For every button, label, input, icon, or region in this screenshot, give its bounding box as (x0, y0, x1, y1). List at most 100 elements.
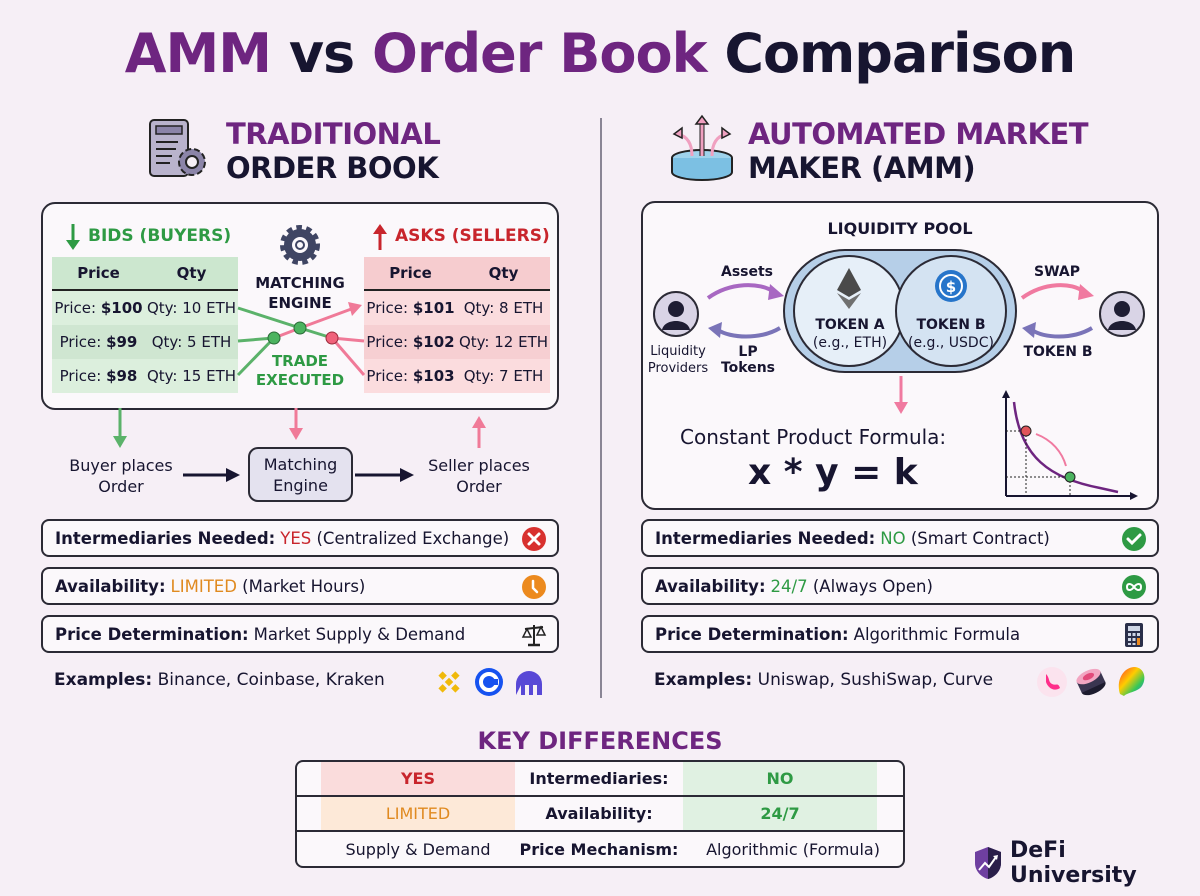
section-divider (600, 118, 602, 698)
ob-intermediaries-row: Intermediaries Needed: YES (Centralized … (41, 519, 559, 557)
check-circle-icon (1122, 527, 1146, 551)
bids-table: Price Qty Price: $100 Qty: 10 ETH Price:… (52, 257, 238, 393)
kraken-logo-icon (516, 671, 542, 695)
kd-row-intermediaries: YES Intermediaries: NO (297, 762, 903, 797)
kd-order-book-value: Supply & Demand (345, 840, 491, 859)
info-value: YES (280, 528, 312, 548)
ob-availability-row: Availability: LIMITED (Market Hours) (41, 567, 559, 605)
coinbase-logo-icon (475, 668, 503, 696)
x-circle-icon (522, 527, 546, 551)
providers-line2: Providers (647, 361, 709, 376)
info-note: (Centralized Exchange) (316, 528, 510, 548)
pool-down-arrow (894, 376, 908, 414)
asks-col-price: Price (389, 264, 432, 282)
price-label: Price: (366, 333, 409, 351)
liquidity-provider-avatar-icon (653, 291, 699, 337)
ask-row: Price: $103 Qty: 7 ETH (364, 359, 550, 393)
kd-order-book-value: YES (321, 762, 515, 795)
bid-row: Price: $98 Qty: 15 ETH (52, 359, 238, 393)
examples-label: Examples: (54, 670, 153, 690)
bids-title: BIDS (BUYERS) (88, 226, 232, 246)
binance-logo-icon (438, 671, 460, 693)
formula: x * y = k (748, 452, 918, 493)
infinity-icon (1122, 575, 1146, 599)
info-note: Algorithmic Formula (853, 624, 1021, 644)
examples-label: Examples: (654, 670, 753, 690)
liquidity-pool-capsule: $ (783, 249, 1017, 373)
info-label: Price Determination: (655, 624, 849, 644)
order-book-heading-line2: ORDER BOOK (226, 151, 439, 185)
title-amm: AMM (124, 22, 272, 85)
engine-label-line2: ENGINE (268, 294, 332, 312)
info-value: LIMITED (170, 576, 237, 596)
kd-row-price: Supply & Demand Price Mechanism: Algorit… (297, 832, 903, 866)
bid-qty: Qty: 5 ETH (151, 333, 232, 351)
info-note: (Market Hours) (242, 576, 366, 596)
shield-chart-icon (975, 847, 1001, 879)
asks-col-qty: Qty (488, 264, 519, 282)
info-value: NO (880, 528, 906, 548)
uniswap-logo-icon (1037, 667, 1067, 697)
trade-label-line2: EXECUTED (255, 371, 345, 389)
gear-icon (280, 225, 320, 265)
info-value: 24/7 (770, 576, 808, 596)
assets-label: Assets (720, 264, 774, 280)
token-b-name: TOKEN B (916, 317, 986, 333)
bid-qty: Qty: 10 ETH (146, 299, 237, 317)
brand-logo: DeFi University (974, 838, 1200, 888)
calculator-icon (1125, 623, 1143, 647)
token-a-example: (e.g., ETH) (812, 335, 888, 351)
kd-amm-value: NO (683, 762, 877, 795)
asks-table: Price Qty Price: $101 Qty: 8 ETH Price: … (364, 257, 550, 393)
seller-places-order: Seller places Order (416, 455, 542, 497)
price-label: Price: (54, 299, 97, 317)
key-differences-title: KEY DIFFERENCES (477, 727, 723, 755)
order-flow-arrows (113, 408, 486, 482)
formula-label: Constant Product Formula: (680, 425, 947, 449)
arrow-down-icon (66, 224, 80, 250)
token-b-out-label: TOKEN B (1023, 344, 1093, 360)
bid-row: Price: $100 Qty: 10 ETH (52, 291, 238, 325)
kd-metric: Price Mechanism: (519, 840, 679, 859)
ask-price: $101 (412, 299, 455, 317)
bid-row: Price: $99 Qty: 5 ETH (52, 325, 238, 359)
matching-engine-label: MATCHING ENGINE (250, 273, 350, 313)
buyer-line2: Order (98, 477, 144, 496)
liquidity-providers-label: Liquidity Providers (640, 343, 716, 377)
arrow-up-icon (373, 224, 387, 250)
sushiswap-logo-icon (1076, 668, 1106, 696)
key-differences-table: YES Intermediaries: NO LIMITED Availabil… (295, 760, 905, 868)
kd-metric: Intermediaries: (529, 769, 669, 788)
ask-row: Price: $102 Qty: 12 ETH (364, 325, 550, 359)
pool-flow-arrows (706, 283, 1094, 339)
bid-price: $99 (106, 333, 138, 351)
page-title: AMM vs Order Book Comparison (0, 22, 1200, 85)
price-label: Price: (366, 367, 409, 385)
matching-engine-box: Matching Engine (248, 447, 353, 502)
info-label: Intermediaries Needed: (55, 528, 276, 548)
engine-box-line2: Engine (273, 476, 328, 495)
bids-col-price: Price (77, 264, 120, 282)
price-label: Price: (59, 367, 102, 385)
amm-examples: Examples: Uniswap, SushiSwap, Curve (654, 670, 993, 690)
amm-heading-line1: AUTOMATED MARKET (748, 117, 1089, 151)
order-book-heading-line1: TRADITIONAL (226, 117, 441, 151)
info-note: Market Supply & Demand (253, 624, 466, 644)
price-label: Price: (59, 333, 102, 351)
info-note: (Always Open) (812, 576, 933, 596)
token-a: TOKEN A (e.g., ETH) (800, 316, 900, 352)
amm-price-row: Price Determination: Algorithmic Formula (641, 615, 1159, 653)
ask-price: $103 (412, 367, 455, 385)
engine-box-line1: Matching (263, 455, 338, 474)
ob-price-row: Price Determination: Market Supply & Dem… (41, 615, 559, 653)
swap-label: SWAP (1034, 264, 1080, 280)
amm-intermediaries-row: Intermediaries Needed: NO (Smart Contrac… (641, 519, 1159, 557)
trader-avatar-icon (1099, 291, 1145, 337)
kd-metric: Availability: (545, 804, 653, 823)
info-label: Availability: (55, 576, 166, 596)
curve-logo-icon (1118, 667, 1145, 696)
trade-executed-label: TRADE EXECUTED (250, 352, 350, 390)
kd-amm-value: Algorithmic (Formula) (706, 840, 880, 859)
ask-qty: Qty: 7 ETH (463, 367, 544, 385)
seller-line2: Order (456, 477, 502, 496)
